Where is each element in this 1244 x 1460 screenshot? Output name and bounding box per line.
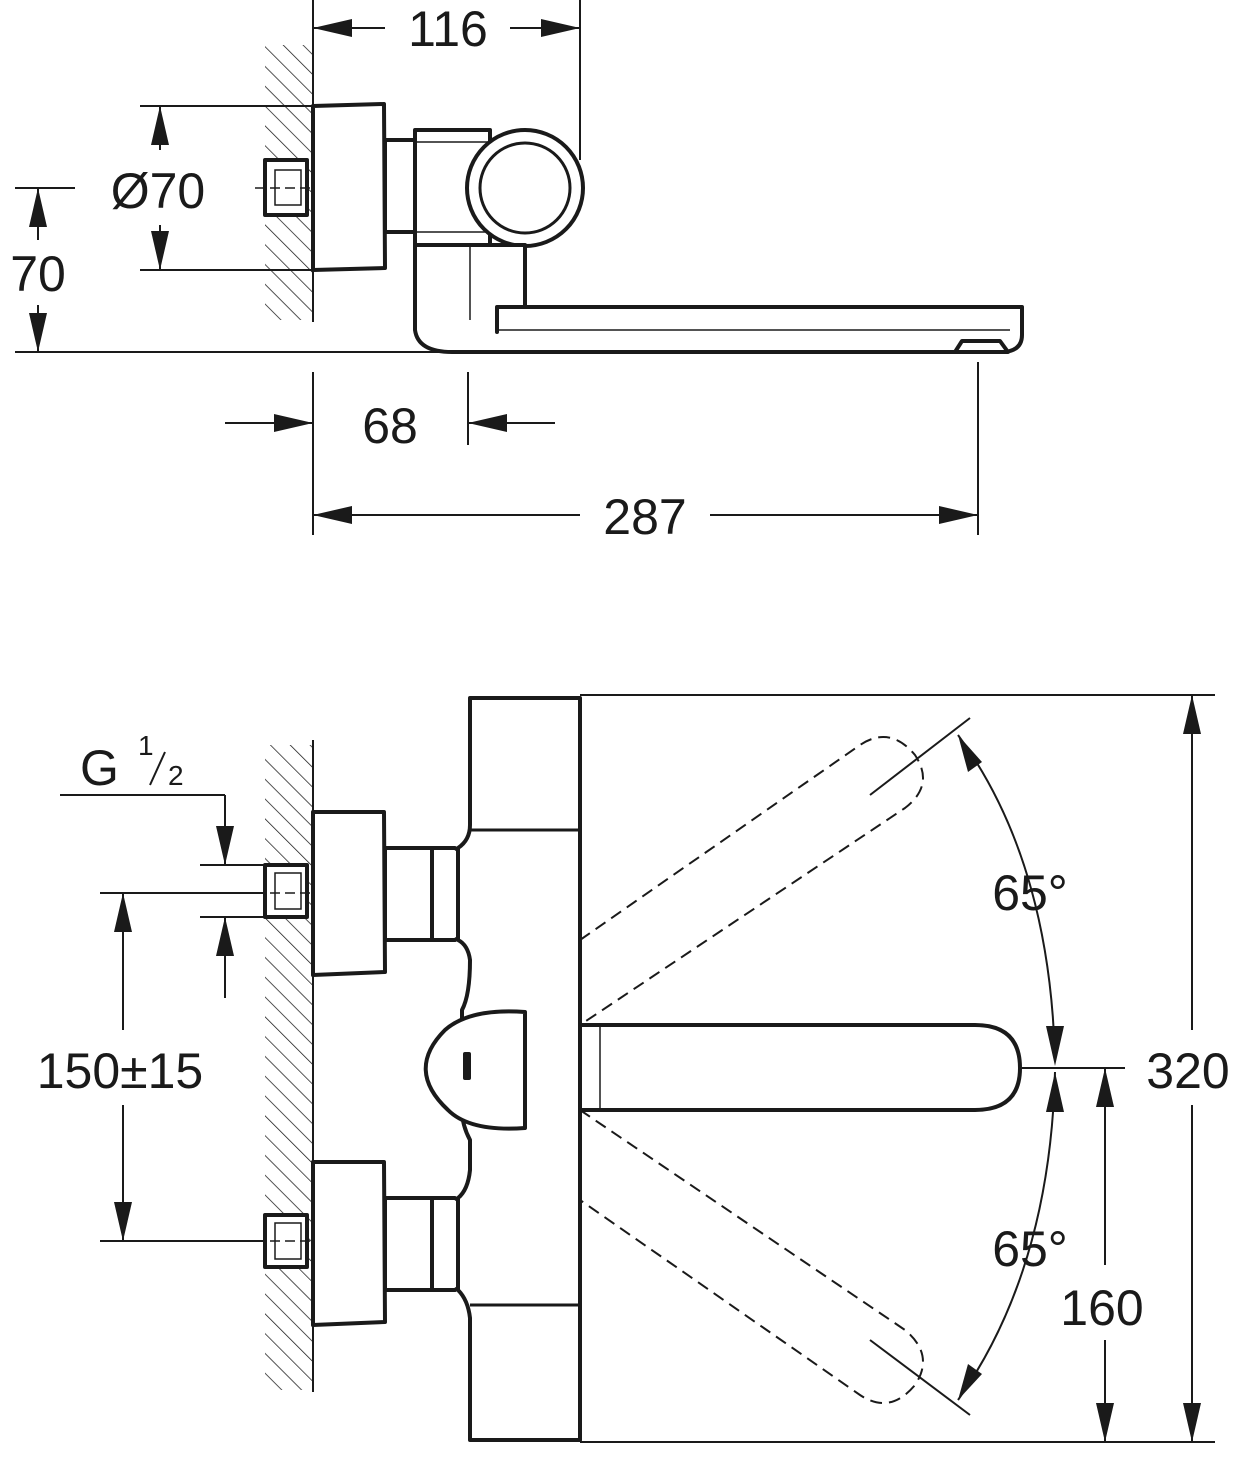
sensor-window [423,1009,527,1131]
handle-inner-circle-top [478,141,572,235]
spout-front [578,1023,1022,1112]
dim-label-68: 68 [362,398,418,454]
dim-label-70: 70 [10,246,66,302]
dim-label-150: 150±15 [37,1043,203,1099]
rosette-lower [311,1160,387,1327]
dimension-320: 320 [580,694,1230,1443]
dimension-116: 116 [312,0,581,160]
dimension-70-height: 70 [10,187,1010,353]
angle-label-top: 65° [992,865,1068,921]
arm-lower [383,1196,434,1292]
angle-arc-top [957,734,1064,1066]
dim-label-diameter: Ø70 [111,163,206,219]
rosette-top [311,102,387,272]
dimension-thread: G 1 2 [60,730,265,998]
sensor-dot [463,1052,471,1080]
angle-label-bottom: 65° [992,1221,1068,1277]
dimension-160: 160 [1060,1068,1144,1442]
dimension-150: 150±15 [37,892,265,1242]
spout-swivel-lower [579,1109,924,1404]
dimension-287: 287 [313,362,979,545]
dim-label-160: 160 [1060,1280,1143,1336]
dim-label-320: 320 [1146,1043,1229,1099]
wall-front [265,740,314,1392]
dimension-68: 68 [225,372,555,535]
connector-stub-lower [255,1213,320,1269]
handle-outer-circle-top [465,128,585,248]
arm-upper [383,846,434,942]
angle-arc-bottom [957,1071,1064,1401]
thread-numerator: 1 [138,730,154,761]
dim-label-116: 116 [408,1,488,57]
dim-label-287: 287 [603,489,686,545]
thread-label: G [80,740,119,796]
connector-stub-upper [255,863,320,919]
connector-stub-top [255,158,320,217]
top-view: 116 Ø70 70 [10,0,1024,545]
dimension-diameter-70: Ø70 [111,105,313,271]
spout-top [413,243,1024,354]
front-view: 65° 65° 320 160 150±15 [37,694,1230,1443]
rosette-upper [311,810,387,977]
thread-denominator: 2 [168,760,184,791]
spout-outlet-top [953,339,1010,354]
spout-swivel-upper [579,736,924,1026]
